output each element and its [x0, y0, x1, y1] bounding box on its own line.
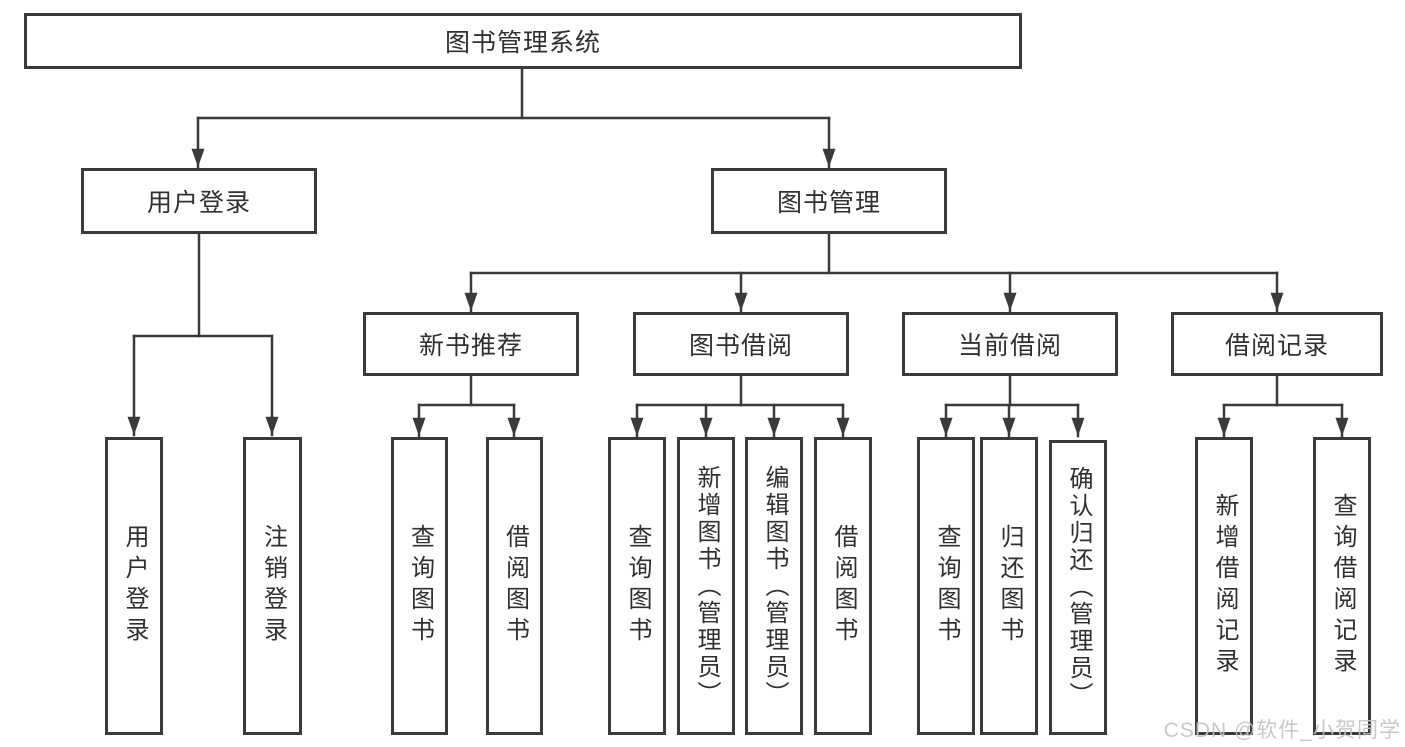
leaf-current-confirm-return-admin: 确认归还（管理员）	[1049, 440, 1107, 735]
leaf-borrow-query-books: 查询图书	[608, 437, 666, 735]
leaf-borrow-borrow-books-label: 借阅图书	[830, 524, 857, 648]
leaf-user-login: 用户登录	[105, 437, 163, 735]
watermark: CSDN @软件_小贺同学	[1163, 719, 1401, 742]
leaf-borrow-edit-books-admin: 编辑图书（管理员）	[745, 437, 803, 735]
leaf-recommend-borrow-books-label: 借阅图书	[501, 524, 529, 648]
leaf-current-query-books-label: 查询图书	[933, 524, 960, 648]
node-user-login: 用户登录	[81, 168, 317, 234]
node-root-label: 图书管理系统	[444, 29, 601, 57]
node-book-borrow: 图书借阅	[633, 312, 849, 376]
leaf-records-query-record-label: 查询借阅记录	[1329, 493, 1356, 679]
node-current-borrow: 当前借阅	[902, 312, 1118, 376]
leaf-borrow-borrow-books: 借阅图书	[814, 437, 872, 735]
node-new-book-recommend: 新书推荐	[363, 312, 579, 376]
leaf-borrow-edit-books-admin-label: 编辑图书（管理员）	[761, 464, 788, 708]
leaf-borrow-add-books-admin: 新增图书（管理员）	[677, 437, 735, 735]
leaf-current-confirm-return-admin-label: 确认归还（管理员）	[1065, 466, 1092, 709]
leaf-current-return-books-label: 归还图书	[996, 524, 1023, 648]
node-book-management-label: 图书管理	[776, 189, 881, 217]
leaf-recommend-query-books-label: 查询图书	[406, 524, 434, 648]
leaf-logout: 注销登录	[243, 437, 302, 735]
leaf-records-add-record: 新增借阅记录	[1195, 437, 1253, 735]
leaf-current-return-books: 归还图书	[980, 437, 1038, 735]
leaf-records-add-record-label: 新增借阅记录	[1211, 493, 1238, 679]
leaf-logout-label: 注销登录	[259, 524, 287, 648]
node-borrow-records: 借阅记录	[1171, 312, 1383, 376]
node-current-borrow-label: 当前借阅	[957, 332, 1062, 360]
node-user-login-label: 用户登录	[146, 189, 251, 217]
node-book-borrow-label: 图书借阅	[688, 332, 793, 360]
leaf-borrow-query-books-label: 查询图书	[624, 524, 651, 648]
leaf-current-query-books: 查询图书	[917, 437, 975, 735]
leaf-recommend-borrow-books: 借阅图书	[486, 437, 543, 735]
node-root: 图书管理系统	[24, 13, 1022, 69]
node-book-management: 图书管理	[711, 168, 947, 234]
leaf-recommend-query-books: 查询图书	[391, 437, 448, 735]
leaf-records-query-record: 查询借阅记录	[1313, 437, 1371, 735]
node-borrow-records-label: 借阅记录	[1224, 332, 1329, 360]
leaf-borrow-add-books-admin-label: 新增图书（管理员）	[693, 464, 720, 708]
node-new-book-recommend-label: 新书推荐	[418, 332, 523, 360]
leaf-user-login-label: 用户登录	[121, 524, 148, 648]
